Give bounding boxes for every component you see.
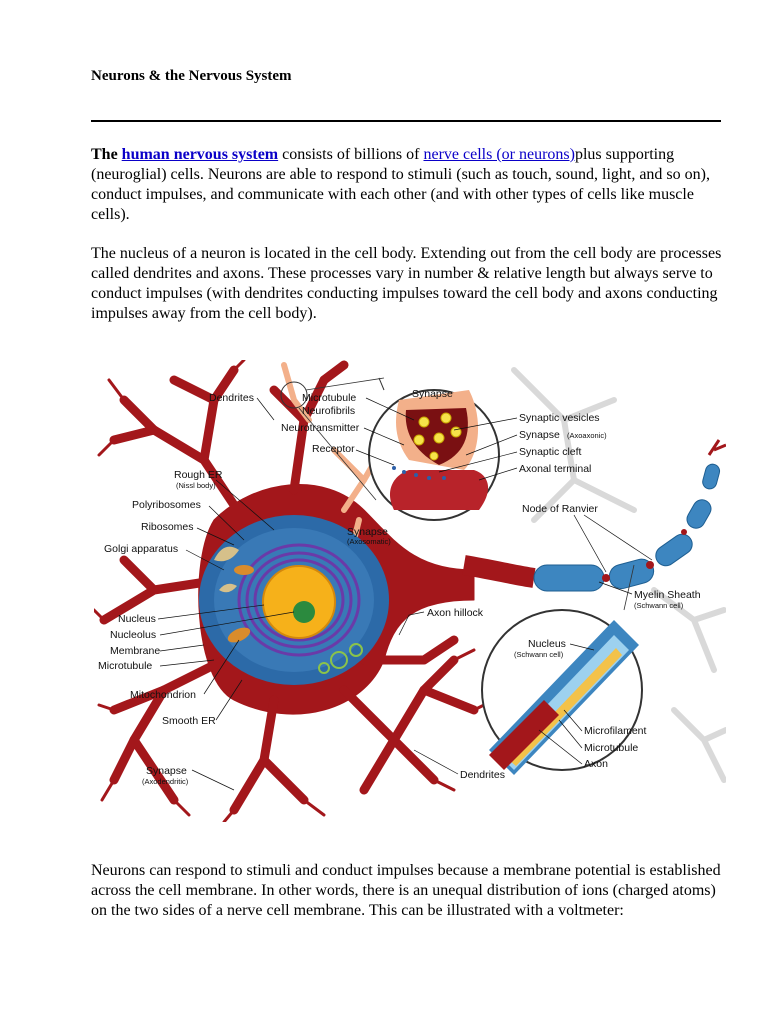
synapse-inset	[280, 377, 500, 521]
axon	[462, 439, 726, 592]
page-title: Neurons & the Nervous System	[91, 68, 292, 84]
label-axon-hillock: Axon hillock	[427, 607, 484, 619]
label-nucleus: Nucleus	[118, 613, 156, 625]
diagram-labels: Dendrites Microtubule Neurofibrils Neuro…	[98, 388, 701, 791]
label-membrane: Membrane	[110, 645, 160, 657]
myelin-inset	[481, 564, 643, 775]
label-nissl-body: (Nissl body)	[176, 481, 216, 490]
nucleus-paragraph: The nucleus of a neuron is located in th…	[91, 245, 722, 322]
label-dendrites-top: Dendrites	[209, 392, 254, 404]
label-microtubule-inset: Microtubule	[584, 742, 638, 754]
label-axosomatic: (Axosomatic)	[347, 537, 391, 546]
intro-paragraph: The human nervous system consists of bil…	[91, 145, 727, 225]
human-nervous-system-link[interactable]: human nervous system	[121, 146, 279, 163]
label-synaptic-cleft: Synaptic cleft	[519, 446, 582, 458]
label-smooth-er: Smooth ER	[162, 715, 216, 727]
neuron-diagram: Dendrites Microtubule Neurofibrils Neuro…	[94, 360, 726, 822]
label-nucleolus: Nucleolus	[110, 629, 156, 641]
label-neurofibrils: Neurofibrils	[302, 405, 355, 417]
label-microtubule-top: Microtubule	[302, 392, 356, 404]
label-microtubule: Microtubule	[98, 660, 152, 672]
label-axon: Axon	[584, 758, 608, 770]
intro-text-2: plus supporting (neuroglial) cells. Neur…	[91, 146, 710, 223]
horizontal-rule	[91, 120, 721, 122]
label-neurotransmitter: Neurotransmitter	[281, 422, 360, 434]
label-rough-er: Rough ER	[174, 469, 223, 481]
label-nucleus-schwann: Nucleus	[528, 638, 566, 650]
label-schwann-cell-2: (Schwann cell)	[514, 650, 564, 659]
label-synaptic-vesicles: Synaptic vesicles	[519, 412, 600, 424]
label-axonal-terminal: Axonal terminal	[519, 463, 591, 475]
nerve-cells-link[interactable]: nerve cells (or neurons)	[423, 146, 575, 163]
label-polyribosomes: Polyribosomes	[132, 499, 201, 511]
intro-text-1: consists of billions of	[278, 146, 424, 163]
label-receptor: Receptor	[312, 443, 355, 455]
intro-lead: The	[91, 146, 122, 163]
label-axoaxonic: (Axoaxonic)	[567, 431, 607, 440]
label-dendrites-bottom: Dendrites	[460, 769, 505, 781]
label-synapse-axoaxonic: Synapse	[519, 429, 560, 441]
label-synapse-axodendritic: Synapse	[146, 765, 187, 777]
cell-organelles	[199, 515, 389, 685]
label-golgi: Golgi apparatus	[104, 543, 178, 555]
membrane-potential-paragraph: Neurons can respond to stimuli and condu…	[91, 862, 721, 919]
label-mitochondrion: Mitochondrion	[130, 689, 196, 701]
background-neurons	[511, 367, 726, 783]
label-synapse-axosomatic: Synapse	[347, 526, 388, 538]
label-synapse-top: Synapse	[412, 388, 453, 400]
label-schwann-cell: (Schwann cell)	[634, 601, 684, 610]
label-ribosomes: Ribosomes	[141, 521, 194, 533]
label-myelin-sheath: Myelin Sheath	[634, 589, 701, 601]
label-node-of-ranvier: Node of Ranvier	[522, 503, 598, 515]
label-axodendritic: (Axodendritic)	[142, 777, 189, 786]
label-microfilament: Microfilament	[584, 725, 647, 737]
